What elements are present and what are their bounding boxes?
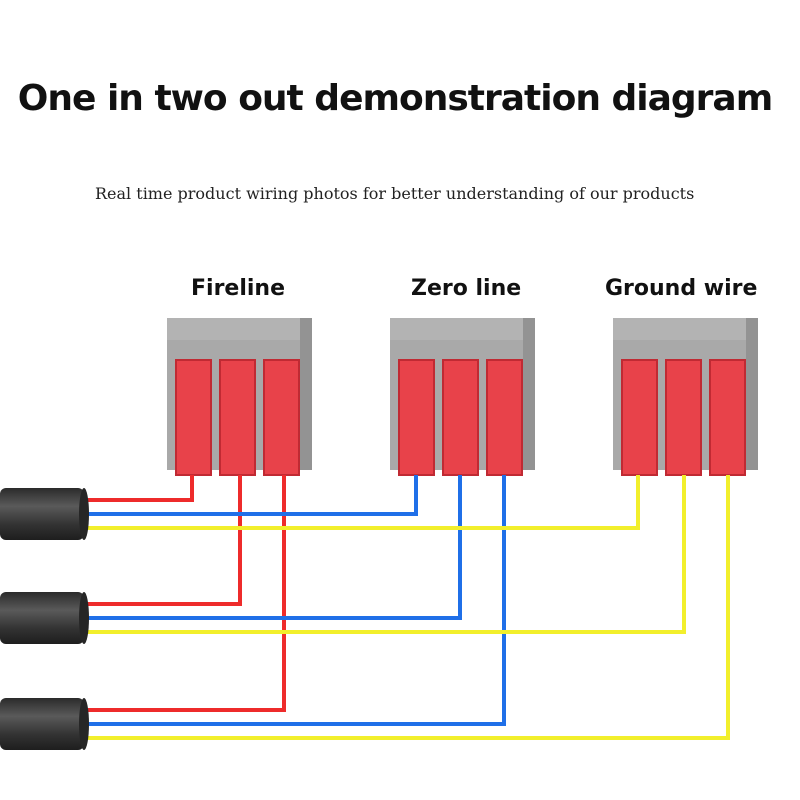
wire-yellow-3 [85, 475, 730, 740]
connector-housing-side [523, 318, 535, 470]
wire-blue-3 [85, 475, 506, 726]
cable-3 [0, 698, 89, 750]
cable-sheath [0, 592, 84, 644]
connector-housing-side [746, 318, 758, 470]
wire-yellow-1 [85, 475, 640, 530]
wire-yellow-2 [85, 475, 686, 634]
cable-end [79, 592, 89, 644]
cable-end [79, 698, 89, 750]
wire-red-2 [85, 475, 242, 606]
lever-3[interactable] [709, 359, 746, 476]
connector-housing-top [613, 318, 758, 340]
lever-3[interactable] [486, 359, 523, 476]
connector-housing-top [167, 318, 312, 340]
lever-1[interactable] [621, 359, 658, 476]
lever-1[interactable] [175, 359, 212, 476]
lever-3[interactable] [263, 359, 300, 476]
cable-sheath [0, 488, 84, 540]
lever-1[interactable] [398, 359, 435, 476]
wires-ground [85, 475, 730, 740]
connector-label-zero-line: Zero line [411, 276, 522, 301]
cable-sheath [0, 698, 84, 750]
cable-2 [0, 592, 89, 644]
wire-red-1 [85, 475, 194, 502]
connector-label-fireline: Fireline [191, 276, 286, 301]
lever-2[interactable] [442, 359, 479, 476]
connector-housing-side [300, 318, 312, 470]
connector-fireline [167, 318, 312, 476]
wire-blue-2 [85, 475, 462, 620]
wires-fireline [85, 475, 286, 712]
lever-2[interactable] [665, 359, 702, 476]
cable-1 [0, 488, 89, 540]
lever-2[interactable] [219, 359, 256, 476]
connector-label-ground-wire: Ground wire [605, 276, 758, 301]
connector-housing-top [390, 318, 535, 340]
wire-blue-1 [85, 475, 418, 516]
connector-ground-wire [613, 318, 758, 476]
wires-zero-line [85, 475, 506, 726]
wire-red-3 [85, 475, 286, 712]
cable-end [79, 488, 89, 540]
page-title: One in two out demonstration diagram [17, 78, 773, 119]
connector-zero-line [390, 318, 535, 476]
page-subtitle: Real time product wiring photos for bett… [95, 184, 695, 203]
